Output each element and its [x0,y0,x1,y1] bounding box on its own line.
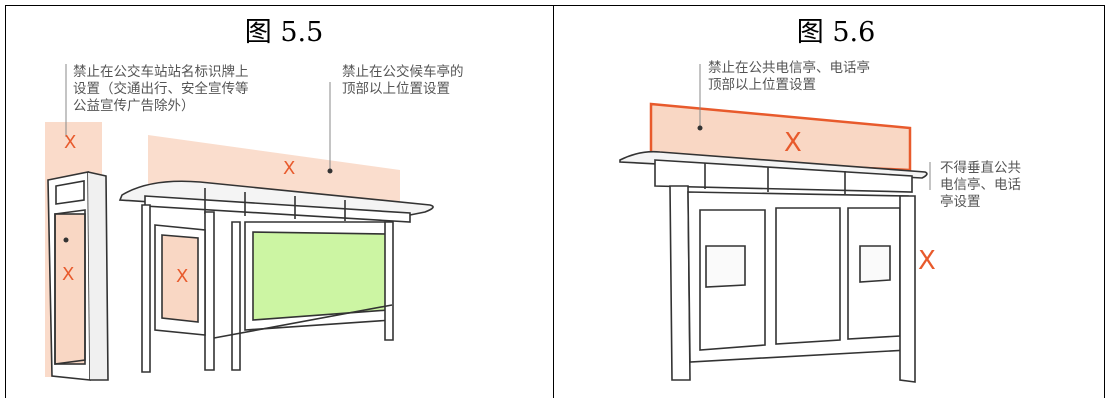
sign-note-dot [63,237,69,243]
roof-note-dot [697,125,703,131]
telephone-booth [619,150,928,383]
figure-divider [553,5,554,398]
forbidden-x-icon: X [918,246,936,276]
figure-5-5-title: 图 5.5 [244,17,324,48]
bus-shelter [118,180,434,373]
figure-5-6-title: 图 5.6 [796,17,876,48]
booth-roof-restriction-note: 禁止在公共电信亭、电话亭 顶部以上位置设置 [708,60,870,93]
shelter-note-dot [327,168,333,174]
booth-roof-forbidden-billboard [649,102,912,172]
booth-vertical-restriction-note: 不得垂直公共 电信亭、电话 亭设置 [940,160,1021,210]
figure-frame [5,5,1105,398]
forbidden-x-icon: X [784,128,802,158]
forbidden-x-icon: X [283,158,296,179]
forbidden-x-icon: X [62,264,75,285]
shelter-roof-restriction-note: 禁止在公交候车亭的 顶部以上位置设置 [342,64,464,97]
sign-restriction-note: 禁止在公交车站站名标识牌上 设置（交通出行、安全宣传等 公益宣传广告除外） [73,64,249,114]
forbidden-x-icon: X [176,266,189,287]
station-sign [47,171,109,381]
forbidden-x-icon: X [64,132,77,153]
